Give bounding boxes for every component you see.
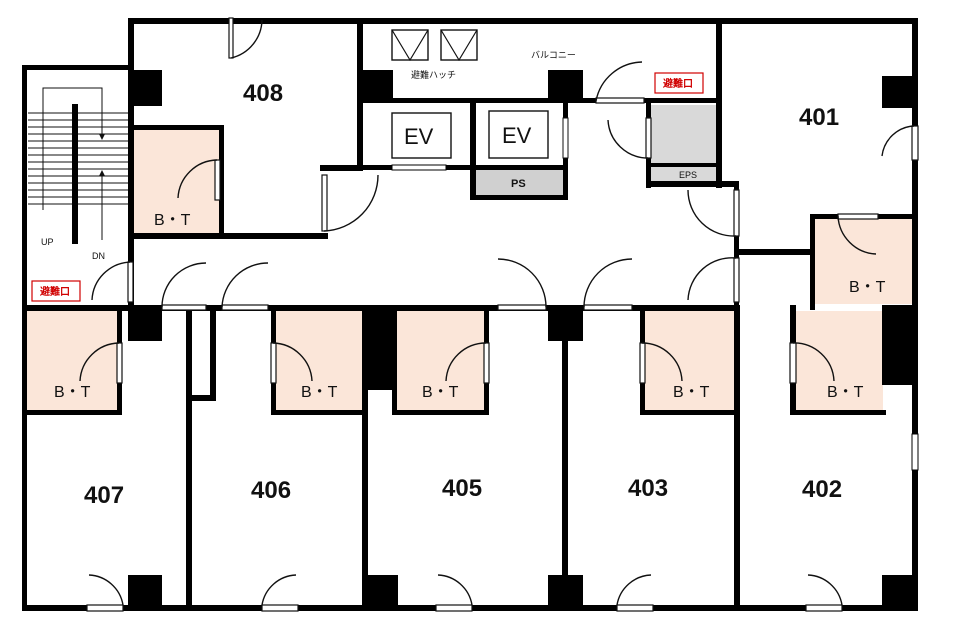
stair-path-arrow bbox=[42, 87, 103, 210]
bath-label-405: B・T bbox=[422, 384, 459, 401]
stair-center-wall bbox=[72, 104, 78, 244]
ps-shaft bbox=[476, 170, 563, 196]
bath-402 bbox=[796, 311, 883, 411]
emergency-exit-1: 避難口 bbox=[654, 72, 704, 94]
up-arrow-head bbox=[99, 170, 105, 176]
unit-fills bbox=[27, 105, 913, 411]
bath-405 bbox=[397, 311, 485, 411]
room-403-label: 403 bbox=[628, 475, 668, 502]
stair-up-label: UP bbox=[41, 237, 54, 247]
windows bbox=[391, 164, 919, 471]
bath-label-401: B・T bbox=[849, 279, 886, 296]
bath-label-402: B・T bbox=[827, 384, 864, 401]
eps-shaft bbox=[651, 105, 717, 165]
down-arrow-head bbox=[99, 134, 105, 140]
stair-down-label: DN bbox=[92, 251, 105, 261]
eps-label: EPS bbox=[679, 170, 697, 180]
emergency-exit-2: 避難口 bbox=[31, 280, 81, 302]
bath-401 bbox=[815, 218, 913, 304]
bath-label-403: B・T bbox=[673, 384, 710, 401]
bath-406 bbox=[276, 311, 362, 411]
room-402-label: 402 bbox=[802, 476, 842, 503]
escape-hatches bbox=[391, 29, 478, 62]
bath-label-407: B・T bbox=[54, 384, 91, 401]
ps-label: PS bbox=[511, 178, 526, 190]
elevator-1 bbox=[391, 112, 452, 159]
bath-label-406: B・T bbox=[301, 384, 338, 401]
emergency-exit-label-1: 避難口 bbox=[662, 77, 693, 90]
elevator-1-label: EV bbox=[404, 124, 434, 149]
bath-407 bbox=[27, 311, 120, 411]
escape-hatch-label: 避難ハッチ bbox=[411, 69, 456, 80]
room-401-label: 401 bbox=[799, 104, 839, 131]
bath-408 bbox=[133, 130, 219, 234]
emergency-exit-label-2: 避難口 bbox=[39, 285, 70, 298]
room-405-label: 405 bbox=[442, 475, 482, 502]
room-407-label: 407 bbox=[84, 482, 124, 509]
elevator-2 bbox=[488, 110, 549, 159]
room-408-label: 408 bbox=[243, 80, 283, 107]
staircase: UP DN bbox=[28, 87, 128, 261]
doors bbox=[79, 17, 919, 612]
bath-label-408: B・T bbox=[154, 212, 191, 229]
bath-403 bbox=[645, 311, 734, 411]
balcony-label: バルコニー bbox=[531, 50, 576, 60]
room-406-label: 406 bbox=[251, 477, 291, 504]
elevator-2-label: EV bbox=[502, 123, 532, 148]
eps-label-box bbox=[651, 167, 717, 182]
